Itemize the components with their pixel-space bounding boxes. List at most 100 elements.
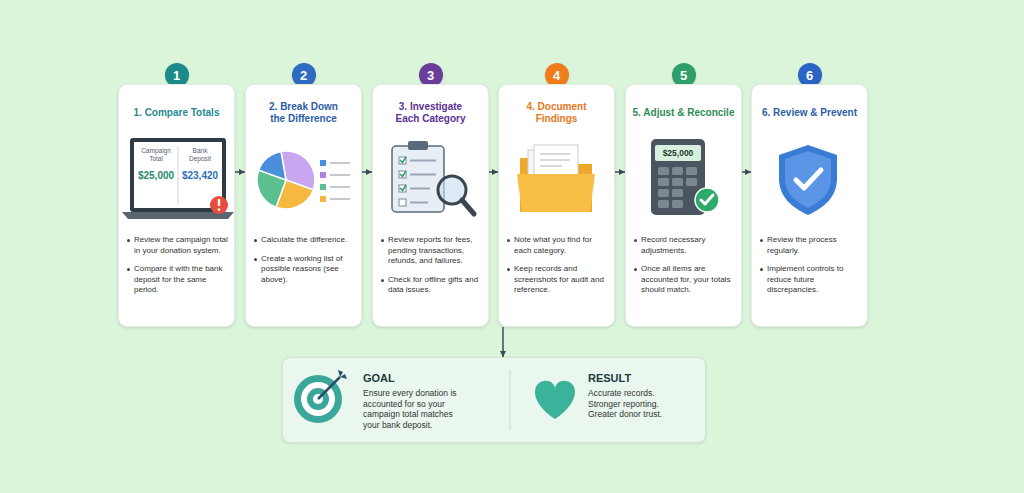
pie-slice — [281, 151, 315, 190]
goal-heading: GOAL — [363, 372, 443, 385]
step-card: 3. Investigate Each CategoryReview repor… — [372, 84, 489, 327]
alert-circle — [210, 196, 228, 214]
calculator-body — [651, 139, 705, 215]
check-mark — [400, 171, 406, 177]
step-heading: 5. Adjust & Reconcile — [628, 97, 740, 129]
flow-arrow — [235, 171, 245, 173]
paper-sheet — [528, 150, 572, 198]
heart-icon — [535, 381, 575, 419]
laptop-screen-frame — [130, 138, 226, 212]
bullet-text: Calculate the difference. — [261, 235, 347, 244]
bullet-item: Note what you find for each category. — [507, 235, 609, 256]
clipboard-clip — [408, 141, 428, 150]
step-card: 1. Compare TotalsReview the campaign tot… — [118, 84, 235, 327]
laptop-base — [122, 212, 234, 219]
legend-line — [330, 198, 350, 200]
checkbox — [399, 185, 406, 192]
bullet-text: Review the campaign total in your donati… — [134, 235, 228, 255]
legend-square — [320, 196, 326, 202]
bullet-dot — [760, 268, 763, 271]
pie-slice — [276, 180, 313, 209]
bullet-text: Note what you find for each category. — [514, 235, 592, 255]
checkbox — [399, 171, 406, 178]
pie-slice — [257, 170, 286, 207]
calculator-key — [686, 167, 697, 175]
paper-line — [540, 159, 570, 161]
bullet-dot — [634, 239, 637, 242]
calculator-icon — [651, 139, 719, 215]
legend-square — [320, 160, 326, 166]
clipboard-board — [392, 146, 444, 212]
calculator-key — [658, 189, 669, 197]
bullet-item: Check for offline gifts and data issues. — [381, 275, 483, 296]
bullet-text: Keep records and screenshots for audit a… — [514, 264, 604, 294]
target-icon — [294, 370, 347, 423]
bullet-list: Review the process regularly. Implement c… — [760, 235, 862, 304]
target-ring — [294, 375, 342, 423]
calculator-key — [658, 178, 669, 186]
bullet-item: Review the campaign total in your donati… — [127, 235, 229, 256]
checkbox — [399, 157, 406, 164]
bullet-item: Review reports for fees, pending transac… — [381, 235, 483, 267]
bullet-dot — [634, 268, 637, 271]
check-mark — [796, 170, 821, 188]
bullet-list: Review reports for fees, pending transac… — [381, 235, 483, 304]
paper-line — [540, 165, 562, 167]
step-heading: 3. Investigate Each Category — [388, 97, 474, 129]
laptop-screen — [134, 142, 222, 208]
alert-dot — [218, 208, 221, 211]
bullet-text: Once all items are accounted for, your t… — [641, 264, 730, 294]
check-mark — [400, 157, 406, 163]
bullet-text: Review the process regularly. — [767, 235, 837, 255]
shield-inner — [785, 151, 831, 208]
pie-chart-icon — [257, 151, 350, 209]
screen-divider — [178, 146, 179, 204]
paper-sheet — [534, 145, 578, 195]
checkbox — [399, 199, 406, 206]
dart-feathers — [338, 370, 347, 379]
bullet-dot — [507, 268, 510, 271]
bullet-list: Review the campaign total in your donati… — [127, 235, 229, 304]
step-number: 3 — [427, 68, 434, 83]
folder-front — [517, 174, 595, 212]
bullet-item: Record necessary adjustments. — [634, 235, 736, 256]
bullet-dot — [381, 279, 384, 282]
result-text: Accurate records. Stronger reporting. Gr… — [588, 388, 676, 420]
calculator-key — [672, 200, 683, 208]
legend-square — [320, 172, 326, 178]
step-number: 2 — [300, 68, 307, 83]
panel-divider — [510, 370, 511, 430]
calculator-key — [672, 167, 683, 175]
bullet-dot — [127, 268, 130, 271]
bullet-dot — [254, 258, 257, 261]
calculator-display — [655, 145, 701, 161]
list-line — [410, 202, 428, 204]
bullet-dot — [127, 239, 130, 242]
bullet-text: Implement controls to reduce future disc… — [767, 264, 843, 294]
bullet-item: Once all items are accounted for, your t… — [634, 264, 736, 296]
result-heading: RESULT — [588, 372, 668, 385]
bullet-text: Compare it with the bank deposit for the… — [134, 264, 223, 294]
folder-back — [520, 158, 592, 212]
step-heading: 1. Compare Totals — [121, 97, 233, 129]
bullet-list: Record necessary adjustments. Once all it… — [634, 235, 736, 304]
legend-line — [330, 186, 350, 188]
target-ring — [301, 382, 335, 416]
legend-line — [330, 174, 350, 176]
flow-arrow — [489, 171, 498, 173]
check-badge — [695, 188, 719, 212]
pie-slice — [259, 151, 286, 180]
bullet-item: Implement controls to reduce future disc… — [760, 264, 862, 296]
step-card: 2. Break Down the DifferenceCalculate th… — [245, 84, 362, 327]
bullet-item: Review the process regularly. — [760, 235, 862, 256]
target-ring — [307, 388, 329, 410]
clipboard-icon — [392, 141, 474, 214]
bullet-item: Compare it with the bank deposit for the… — [127, 264, 229, 296]
dart-shaft — [318, 377, 340, 399]
step-heading: 4. Document Findings — [517, 97, 597, 129]
calculator-key — [672, 189, 683, 197]
paper-line — [540, 153, 570, 155]
step-number: 6 — [806, 68, 813, 83]
bullet-list: Calculate the difference.Create a workin… — [254, 235, 356, 293]
